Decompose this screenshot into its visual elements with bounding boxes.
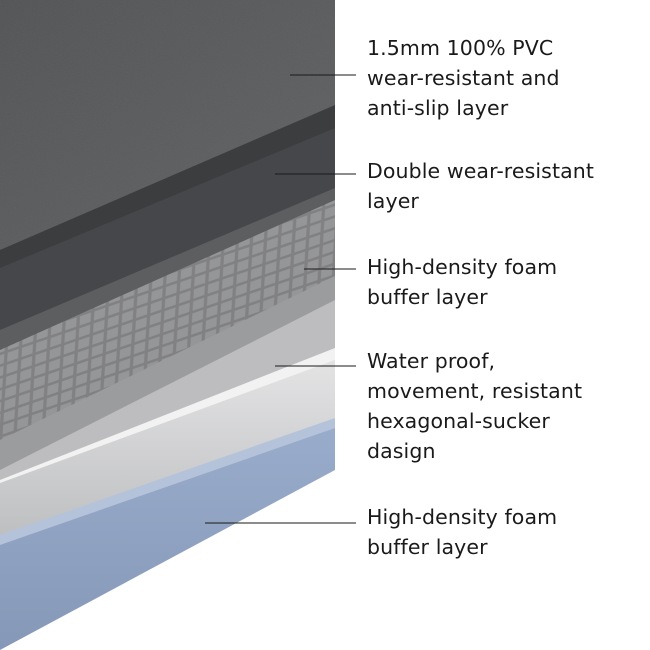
wear-resistant-layer xyxy=(0,125,335,350)
callout-bottom-foam-layer: High-density foam buffer layer xyxy=(367,505,558,559)
callout-waterproof-layer: Water proof, movement, resistant hexagon… xyxy=(367,349,583,463)
callout-foam-buffer-layer: High-density foam buffer layer xyxy=(367,255,558,309)
callout-pvc-layer: 1.5mm 100% PVC wear-resistant and anti-s… xyxy=(367,36,560,120)
callout-double-wear-layer: Double wear-resistant layer xyxy=(367,159,594,213)
grid-foam-layer xyxy=(0,198,335,480)
blue-foam-layer xyxy=(0,415,335,650)
pvc-top-layer xyxy=(0,0,335,268)
leader-lines xyxy=(205,74,356,524)
